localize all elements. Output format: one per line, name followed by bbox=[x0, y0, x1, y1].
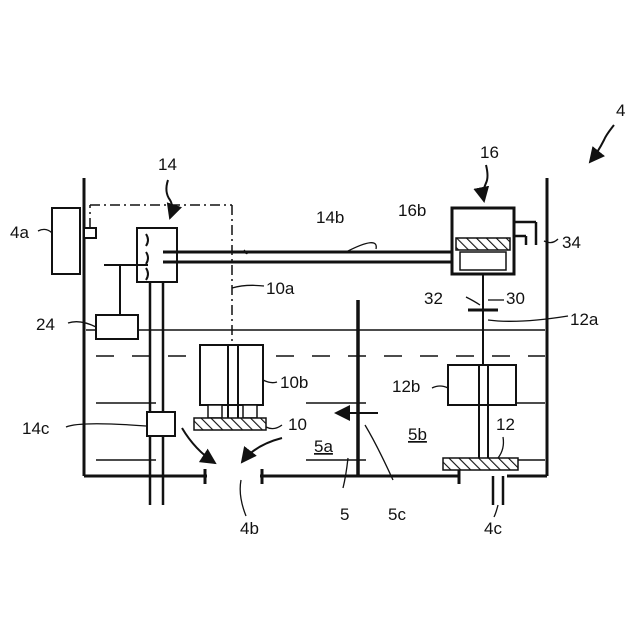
label-32: 32 bbox=[424, 289, 443, 308]
label-5c: 5c bbox=[388, 505, 406, 524]
ref-arrow-14 bbox=[166, 180, 172, 218]
label-16b: 16b bbox=[398, 201, 426, 220]
label-34: 34 bbox=[562, 233, 581, 252]
label-14c: 14c bbox=[22, 419, 50, 438]
label-12: 12 bbox=[496, 415, 515, 434]
actuator-12b bbox=[448, 365, 516, 405]
ref-arrow-4 bbox=[590, 125, 614, 162]
label-12a: 12a bbox=[570, 310, 599, 329]
label-5: 5 bbox=[340, 505, 349, 524]
sensor-24 bbox=[96, 315, 138, 339]
unit-16b bbox=[456, 238, 510, 250]
ref-arrow-16 bbox=[483, 165, 487, 201]
outlet-34 bbox=[514, 222, 536, 245]
disk-10 bbox=[194, 418, 266, 430]
pump-4a bbox=[52, 208, 80, 274]
label-5b: 5b bbox=[408, 425, 427, 444]
unit-16-inner bbox=[460, 252, 506, 270]
label-10b: 10b bbox=[280, 373, 308, 392]
label-10: 10 bbox=[288, 415, 307, 434]
label-4b: 4b bbox=[240, 519, 259, 538]
pump-4a-port bbox=[84, 228, 96, 238]
label-4a: 4a bbox=[10, 223, 29, 242]
label-14b: 14b bbox=[316, 208, 344, 227]
label-10a: 10a bbox=[266, 279, 295, 298]
disk-12 bbox=[443, 458, 518, 470]
drain-pipe-4c bbox=[493, 476, 503, 505]
label-30: 30 bbox=[506, 289, 525, 308]
label-4: 4 bbox=[616, 101, 625, 120]
label-16: 16 bbox=[480, 143, 499, 162]
valve-14 bbox=[137, 228, 177, 282]
actuator-10b bbox=[200, 345, 263, 405]
pipe-14b bbox=[163, 252, 452, 262]
label-5a: 5a bbox=[314, 437, 333, 456]
label-12b: 12b bbox=[392, 377, 420, 396]
actuator-10b-feet bbox=[208, 405, 257, 418]
valve-14c bbox=[147, 412, 175, 436]
label-14: 14 bbox=[158, 155, 177, 174]
label-4c: 4c bbox=[484, 519, 502, 538]
label-24: 24 bbox=[36, 315, 55, 334]
